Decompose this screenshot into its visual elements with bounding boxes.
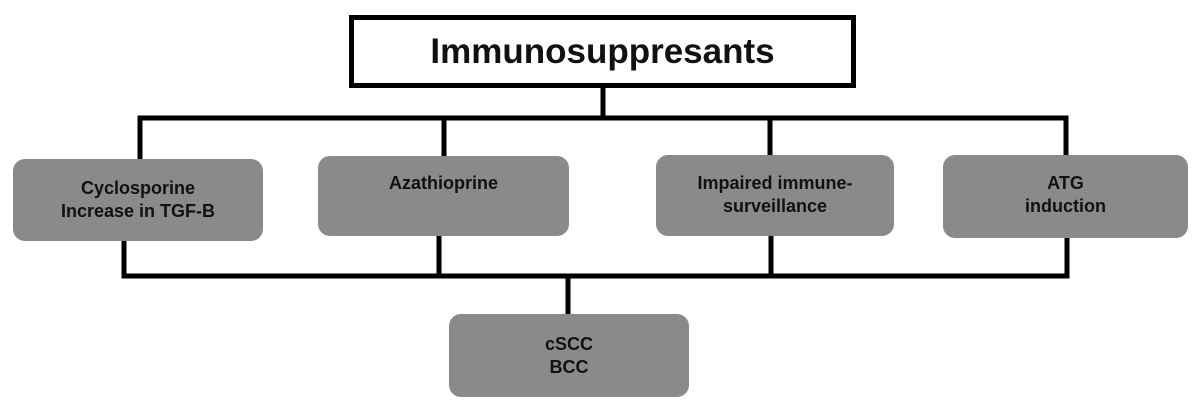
outcome-line: cSCC xyxy=(544,333,593,354)
cause-line: induction xyxy=(1025,196,1106,216)
cause-line: Increase in TGF-B xyxy=(60,201,216,221)
cause-box-atg-induction: ATG induction xyxy=(943,155,1188,238)
cause-line: Impaired immune- xyxy=(697,173,853,193)
cause-box-azathioprine: Azathioprine xyxy=(318,156,569,236)
cause-line: Cyclosporine xyxy=(80,178,196,198)
cause-line: surveillance xyxy=(722,196,828,216)
cause-line: ATG xyxy=(1047,173,1084,193)
title-text: Immunosuppresants xyxy=(430,31,775,71)
cause-box-immune-surveillance: Impaired immune- surveillance xyxy=(656,155,894,236)
cause-box-cyclosporine: Cyclosporine Increase in TGF-B xyxy=(13,159,263,241)
outcome-line: BCC xyxy=(549,356,589,377)
outcome-box: cSCC BCC xyxy=(449,314,689,397)
title-box: Immunosuppresants xyxy=(349,15,856,88)
cause-line: Azathioprine xyxy=(388,173,498,193)
